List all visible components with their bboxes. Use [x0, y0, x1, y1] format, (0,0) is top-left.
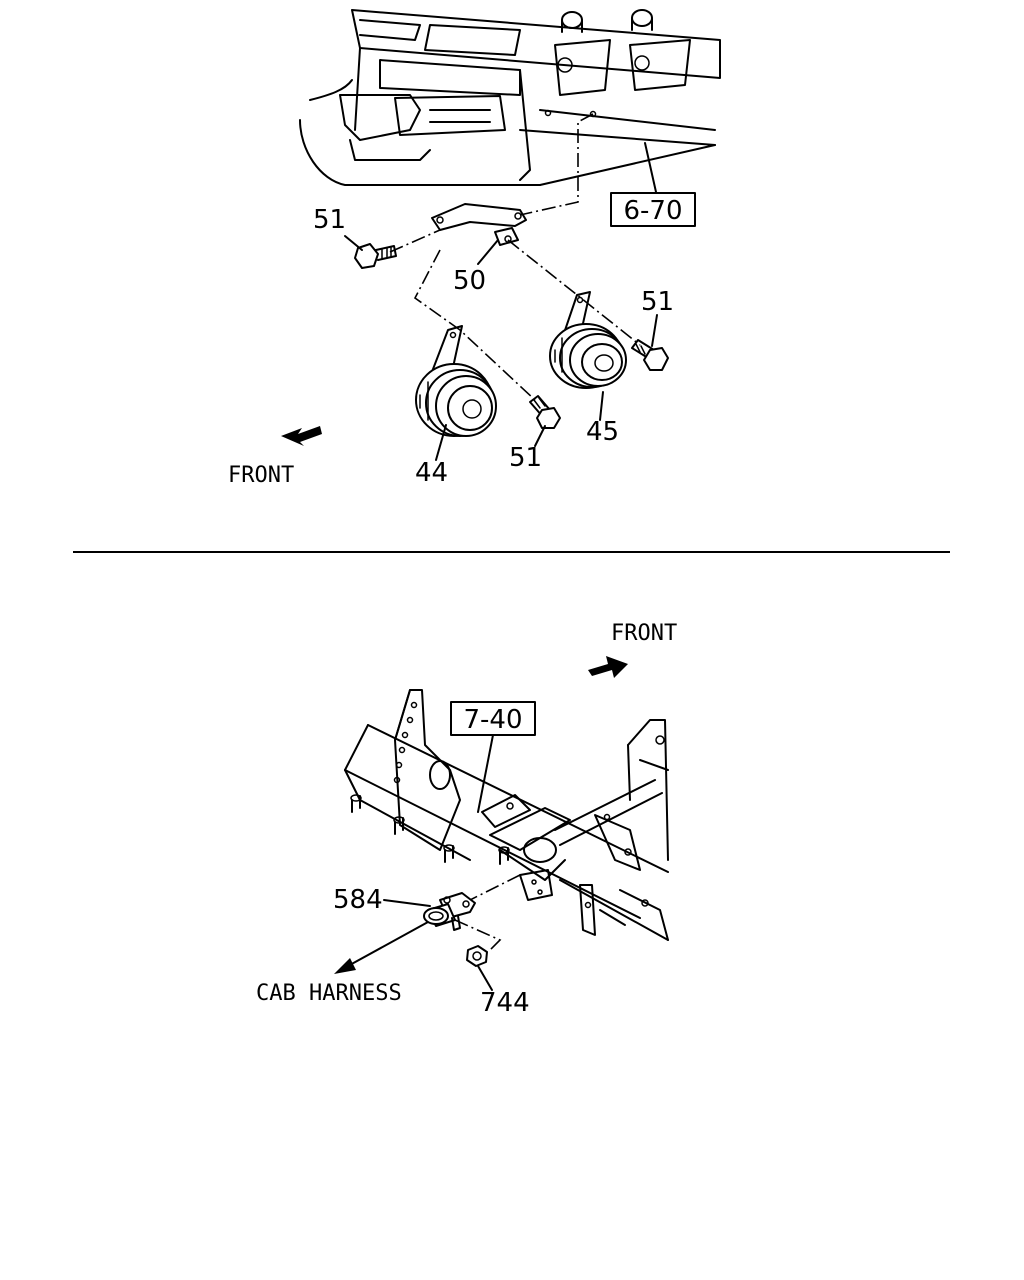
front-label-bottom: FRONT — [611, 621, 677, 646]
cab-harness-arrow-icon — [334, 921, 429, 974]
callout-bolt-left: 51 — [313, 205, 346, 235]
chassis-frame — [344, 689, 669, 941]
leader-nut — [477, 965, 493, 991]
assembly-line-bracket — [519, 113, 594, 216]
leader-horn-high — [599, 391, 604, 421]
callout-nut: 744 — [480, 988, 530, 1018]
bolt-left — [354, 243, 397, 269]
horn-bracket — [431, 203, 527, 246]
callout-horn-low: 44 — [415, 458, 448, 488]
assembly-line-horn-low — [413, 249, 536, 401]
leader-bracket — [477, 239, 499, 265]
ref-box-6-70: 6-70 — [610, 192, 696, 227]
bolt-middle — [529, 395, 561, 429]
callout-bolt-middle: 51 — [509, 443, 542, 473]
leader-connector — [383, 899, 431, 907]
leader-6-70 — [644, 142, 657, 193]
frame-structure-top — [299, 9, 721, 186]
ref-box-7-40-text: 7-40 — [463, 705, 522, 735]
front-label-top: FRONT — [228, 463, 294, 488]
horn-low — [415, 325, 497, 437]
assembly-line-bolt-right — [507, 239, 641, 346]
leader-7-40 — [477, 734, 494, 813]
harness-connector — [423, 892, 476, 931]
horn-high — [549, 291, 627, 389]
ref-box-7-40: 7-40 — [450, 701, 536, 736]
callout-bracket: 50 — [453, 266, 486, 296]
assembly-line-nut — [454, 919, 502, 951]
leader-horn-low — [435, 424, 447, 461]
callout-horn-high: 45 — [586, 417, 619, 447]
callout-connector: 584 — [333, 885, 383, 915]
assembly-line-bolt-left — [389, 229, 441, 253]
leader-bolt-right — [651, 314, 658, 347]
bolt-right — [631, 339, 669, 371]
front-arrow-bottom-icon — [588, 656, 628, 678]
ref-box-6-70-text: 6-70 — [623, 196, 682, 226]
leader-bolt-middle — [534, 425, 546, 447]
front-arrow-top-icon — [281, 426, 322, 446]
nut — [466, 945, 488, 967]
cab-harness-label: CAB HARNESS — [256, 981, 402, 1006]
callout-bolt-right: 51 — [641, 287, 674, 317]
top-section: 6-70 51 50 — [228, 9, 721, 488]
leader-bolt-left — [344, 235, 363, 251]
bottom-section: FRONT 7-40 — [256, 621, 677, 1018]
